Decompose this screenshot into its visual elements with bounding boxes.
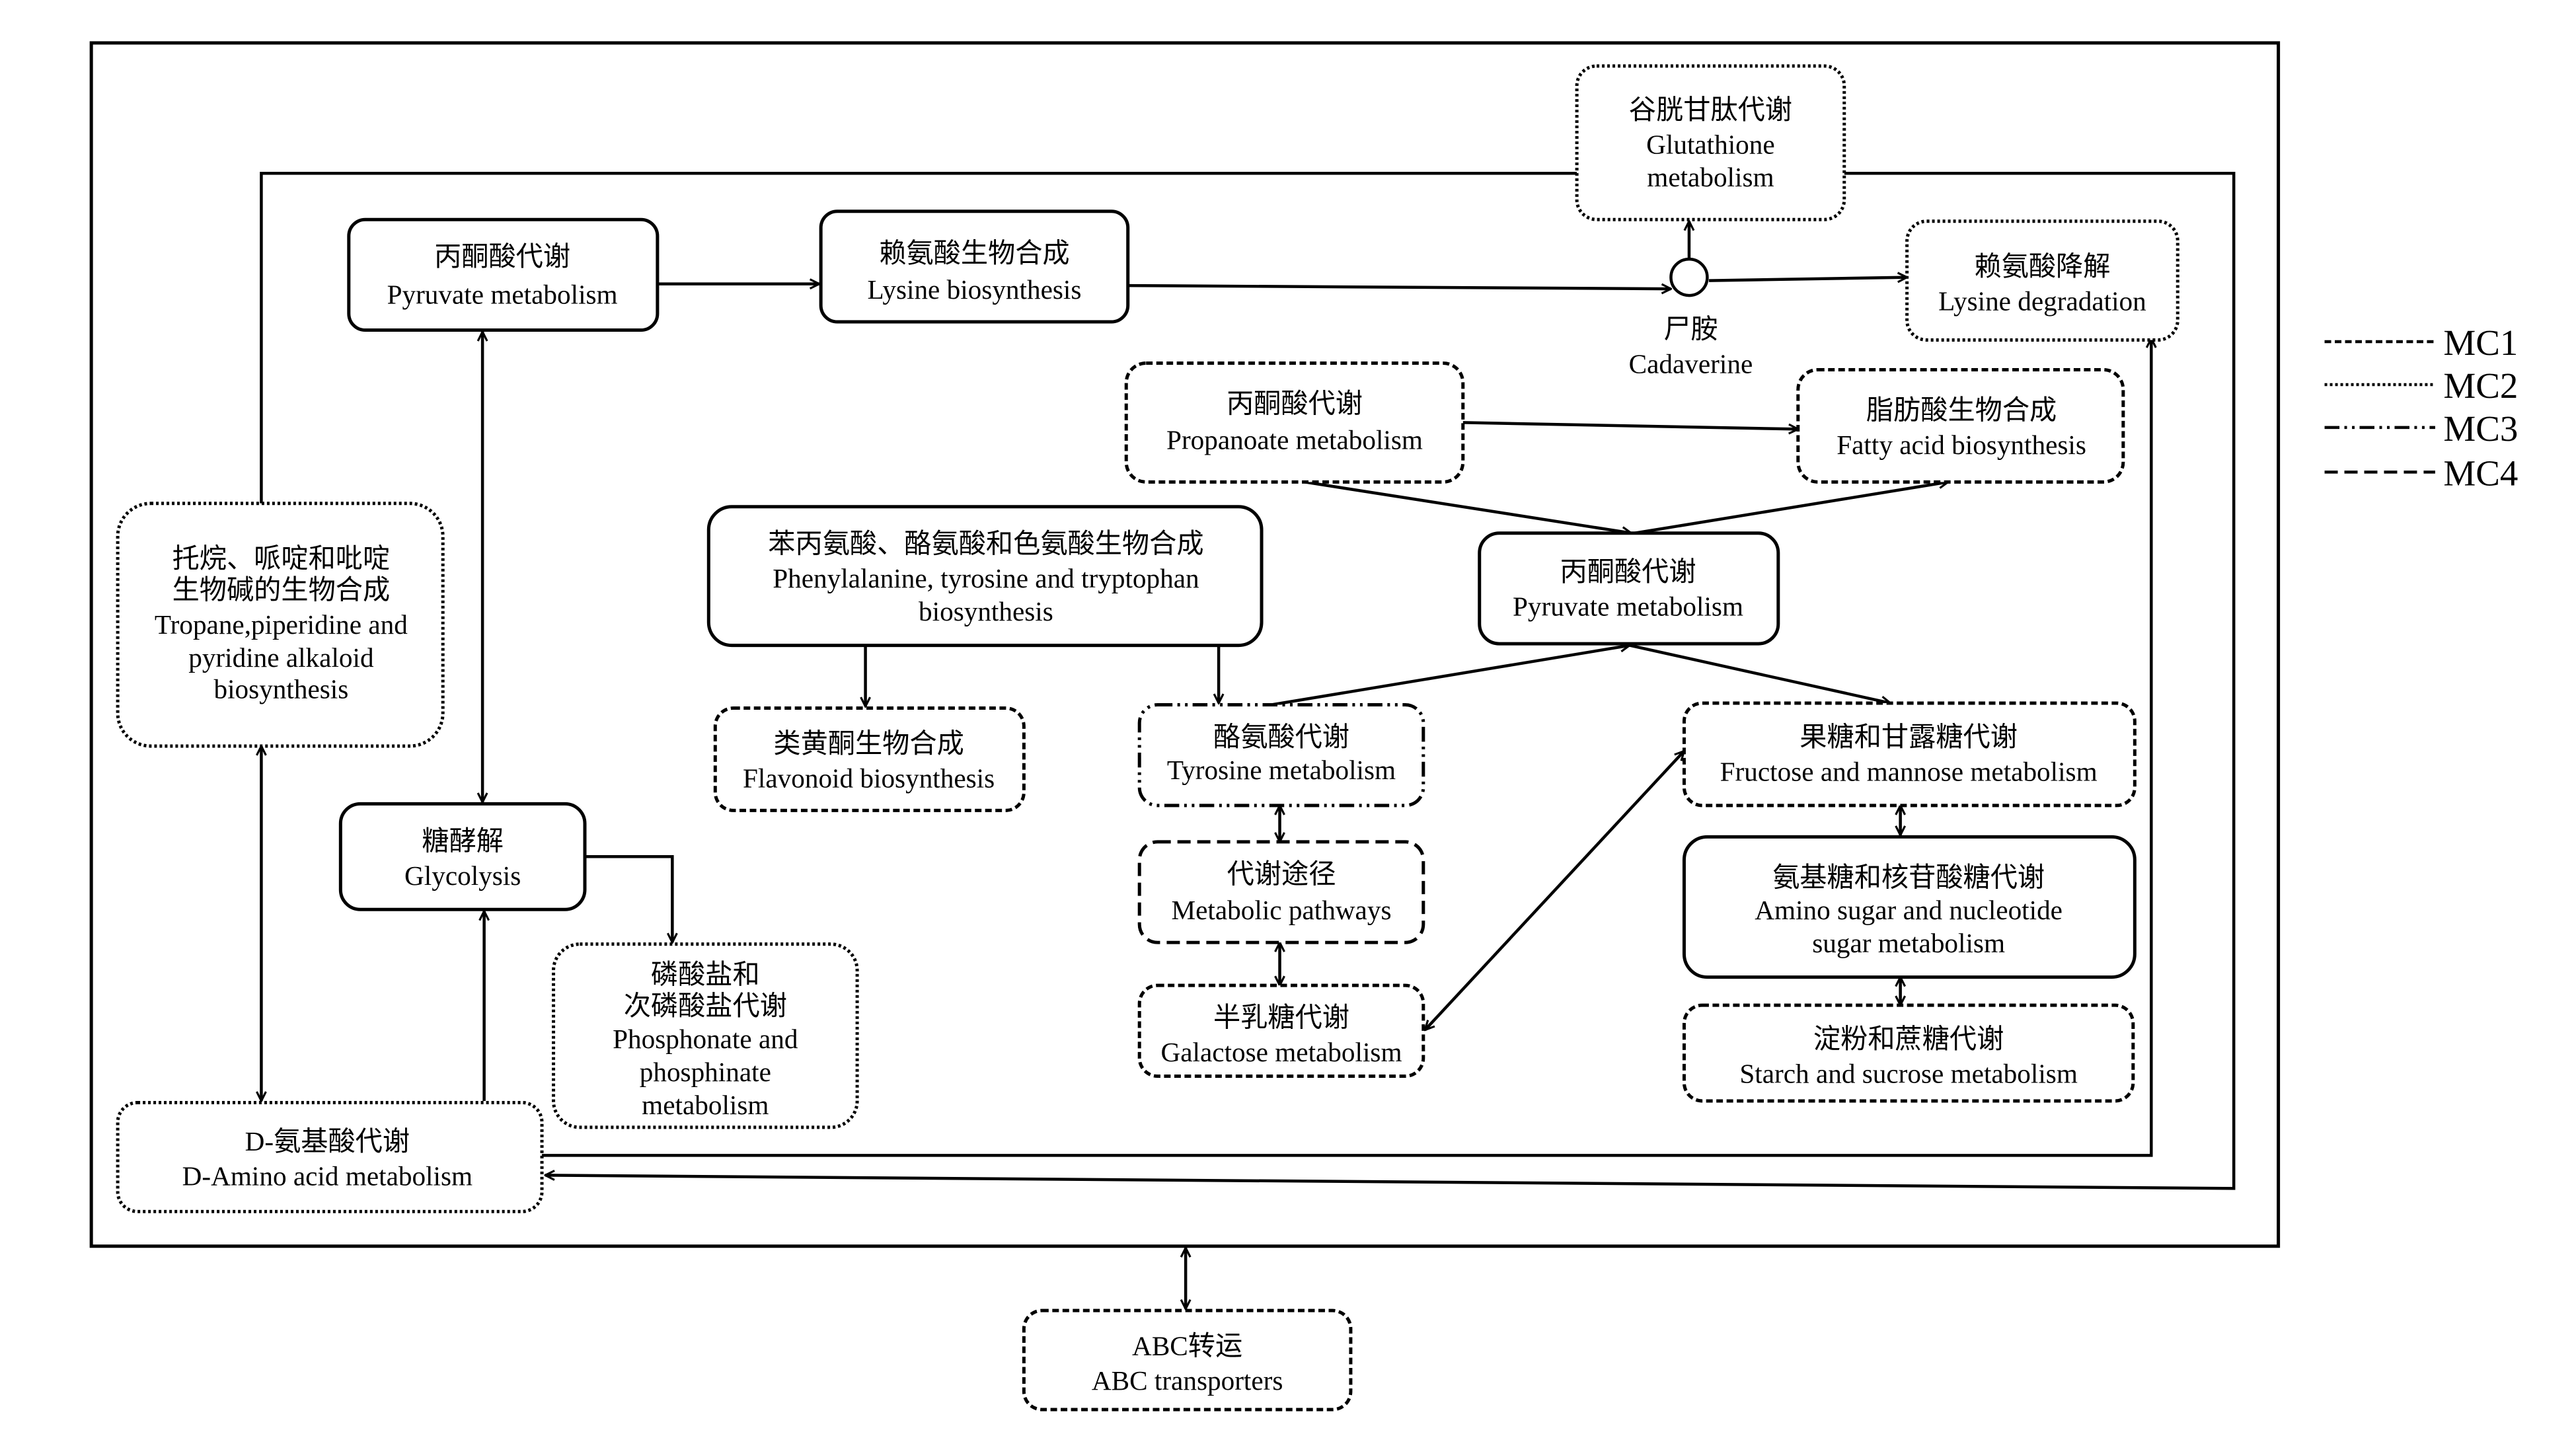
node-label-en: Phenylalanine, tyrosine and tryptophan (773, 563, 1199, 593)
edge-lysbio-cad (1127, 285, 1671, 289)
edge-galac-fruct (1425, 751, 1684, 1030)
node-label-en: Fructose and mannose metabolism (1720, 756, 2098, 786)
edge-prop-pyrmid (1304, 480, 1632, 533)
node-label-zh-2: 生物碱的生物合成 (172, 575, 391, 605)
node-propanoate: 丙酮酸代谢 Propanoate metabolism (1124, 361, 1465, 484)
node-label-en: Glycolysis (404, 860, 521, 891)
node-lysine-biosynthesis: 赖氨酸生物合成 Lysine biosynthesis (819, 209, 1130, 324)
edge-prop-fatty (1462, 421, 1798, 429)
node-label-en: Lysine degradation (1938, 286, 2146, 317)
node-label-en: Starch and sucrose metabolism (1739, 1058, 2077, 1088)
node-label-en: Phosphonate and (613, 1024, 798, 1054)
node-tropane-alkaloid: 托烷、哌啶和吡啶 生物碱的生物合成 Tropane,piperidine and… (116, 502, 445, 748)
node-label-en-2: metabolism (1647, 162, 1774, 192)
node-flavonoid: 类黄酮生物合成 Flavonoid biosynthesis (713, 706, 1026, 812)
node-label-en: Glutathione (1646, 129, 1775, 159)
node-label-zh: 半乳糖代谢 (1213, 1002, 1349, 1033)
legend-label: MC1 (2443, 322, 2518, 363)
node-metabolic-pathways: 代谢途径 Metabolic pathways (1137, 840, 1425, 944)
node-label-zh: 苯丙氨酸、酪氨酸和色氨酸生物合成 (768, 529, 1203, 559)
node-label-zh: D-氨基酸代谢 (245, 1126, 410, 1156)
node-label-en-3: metabolism (642, 1090, 769, 1120)
legend-item-mc3: MC3 (2324, 408, 2518, 449)
loop-connector-right (545, 172, 2236, 1190)
edge-pyrmid-fruct (1629, 644, 1891, 703)
node-label-zh: ABC转运 (1132, 1331, 1242, 1361)
node-galactose: 半乳糖代谢 Galactose metabolism (1137, 983, 1425, 1078)
node-label-en: ABC transporters (1092, 1365, 1283, 1396)
node-label-en-2: phosphinate (640, 1057, 771, 1087)
node-amino-sugar: 氨基糖和核苷酸糖代谢 Amino sugar and nucleotide su… (1682, 835, 2137, 979)
node-phosphonate: 磷酸盐和 次磷酸盐代谢 Phosphonate and phosphinate … (552, 942, 859, 1129)
node-label-zh: 谷胱甘肽代谢 (1629, 94, 1792, 125)
node-label-en: D-Amino acid metabolism (182, 1160, 473, 1191)
node-label-zh: 赖氨酸降解 (1974, 251, 2110, 282)
node-label-zh: 代谢途径 (1227, 858, 1336, 889)
node-label-zh: 丙酮酸代谢 (1227, 388, 1363, 418)
legend-item-mc1: MC1 (2324, 322, 2518, 363)
node-label-en: Lysine biosynthesis (867, 274, 1081, 305)
edge-glyc-phos (584, 855, 672, 942)
node-label-en: Propanoate metabolism (1166, 424, 1423, 455)
node-label-zh: 氨基糖和核苷酸糖代谢 (1772, 862, 2045, 892)
node-glutathione: 谷胱甘肽代谢 Glutathione metabolism (1575, 64, 1846, 221)
node-label-zh: 果糖和甘露糖代谢 (1799, 722, 2018, 752)
node-label-zh: 糖酵解 (422, 825, 504, 856)
node-label-zh: 脂肪酸生物合成 (1866, 395, 2057, 425)
legend: MC1 MC2 MC3 MC4 (2324, 322, 2518, 493)
node-pyruvate-mid: 丙酮酸代谢 Pyruvate metabolism (1478, 531, 1780, 646)
node-label-zh: 酪氨酸代谢 (1213, 722, 1349, 752)
node-fatty-acid: 脂肪酸生物合成 Fatty acid biosynthesis (1796, 367, 2125, 484)
node-label-en: Tropane,piperidine and (155, 609, 408, 640)
node-d-amino-acid: D-氨基酸代谢 D-Amino acid metabolism (116, 1100, 544, 1213)
node-label-en: Pyruvate metabolism (1513, 591, 1743, 622)
node-label-zh: 丙酮酸代谢 (1560, 556, 1696, 587)
node-starch-sucrose: 淀粉和蔗糖代谢 Starch and sucrose metabolism (1682, 1003, 2135, 1103)
legend-item-mc2: MC2 (2324, 365, 2518, 406)
legend-label: MC2 (2443, 365, 2518, 406)
node-label-en-2: biosynthesis (919, 596, 1053, 626)
node-label-en: Amino sugar and nucleotide (1755, 895, 2063, 925)
node-label-zh: 磷酸盐和 (651, 960, 760, 990)
outer-frame (89, 41, 2281, 1248)
node-label-zh: 赖氨酸生物合成 (879, 238, 1069, 268)
compound-node-icon (1669, 257, 1709, 297)
node-abc-transporters: ABC转运 ABC transporters (1022, 1308, 1353, 1412)
node-label-en: Cadaverine (1629, 348, 1753, 379)
node-cadaverine: 尸胺 Cadaverine (1629, 257, 1753, 379)
node-label-zh: 类黄酮生物合成 (773, 728, 964, 759)
node-label-en: Fatty acid biosynthesis (1837, 430, 2086, 460)
edge-pyrmid-fatty (1634, 482, 1949, 535)
node-pyruvate-top: 丙酮酸代谢 Pyruvate metabolism (347, 217, 660, 332)
node-label-en: Tyrosine metabolism (1167, 755, 1396, 785)
node-fructose-mannose: 果糖和甘露糖代谢 Fructose and mannose metabolism (1682, 701, 2137, 808)
node-tyrosine: 酪氨酸代谢 Tyrosine metabolism (1137, 703, 1425, 808)
node-label-en-2: pyridine alkaloid (188, 642, 374, 673)
legend-item-mc4: MC4 (2324, 453, 2518, 493)
node-label-en: Pyruvate metabolism (387, 280, 618, 310)
edge-tyr-pyrmid (1271, 646, 1630, 706)
node-label-zh: 托烷、哌啶和吡啶 (172, 543, 391, 574)
node-label-zh: 淀粉和蔗糖代谢 (1813, 1024, 2004, 1054)
node-glycolysis: 糖酵解 Glycolysis (338, 802, 587, 911)
legend-label: MC3 (2443, 408, 2518, 449)
node-label-en: Galactose metabolism (1161, 1037, 1402, 1067)
legend-label: MC4 (2443, 453, 2518, 493)
node-label-zh-2: 次磷酸盐代谢 (624, 991, 787, 1021)
node-lysine-degradation: 赖氨酸降解 Lysine degradation (1905, 219, 2179, 342)
node-label-en: Flavonoid biosynthesis (743, 763, 995, 793)
node-label-zh: 丙酮酸代谢 (434, 241, 570, 272)
node-phe-tyr-trp-biosynthesis: 苯丙氨酸、酪氨酸和色氨酸生物合成 Phenylalanine, tyrosine… (706, 505, 1264, 648)
node-label-zh: 尸胺 (1663, 314, 1718, 344)
node-label-en-2: sugar metabolism (1812, 928, 2005, 958)
node-label-en: Metabolic pathways (1172, 895, 1392, 925)
node-label-en-3: biosynthesis (214, 674, 349, 704)
loop-connector-top (260, 172, 1577, 504)
edge-damino-lysdeg (542, 338, 2151, 1157)
edge-cad-lysdeg (1708, 278, 1907, 281)
